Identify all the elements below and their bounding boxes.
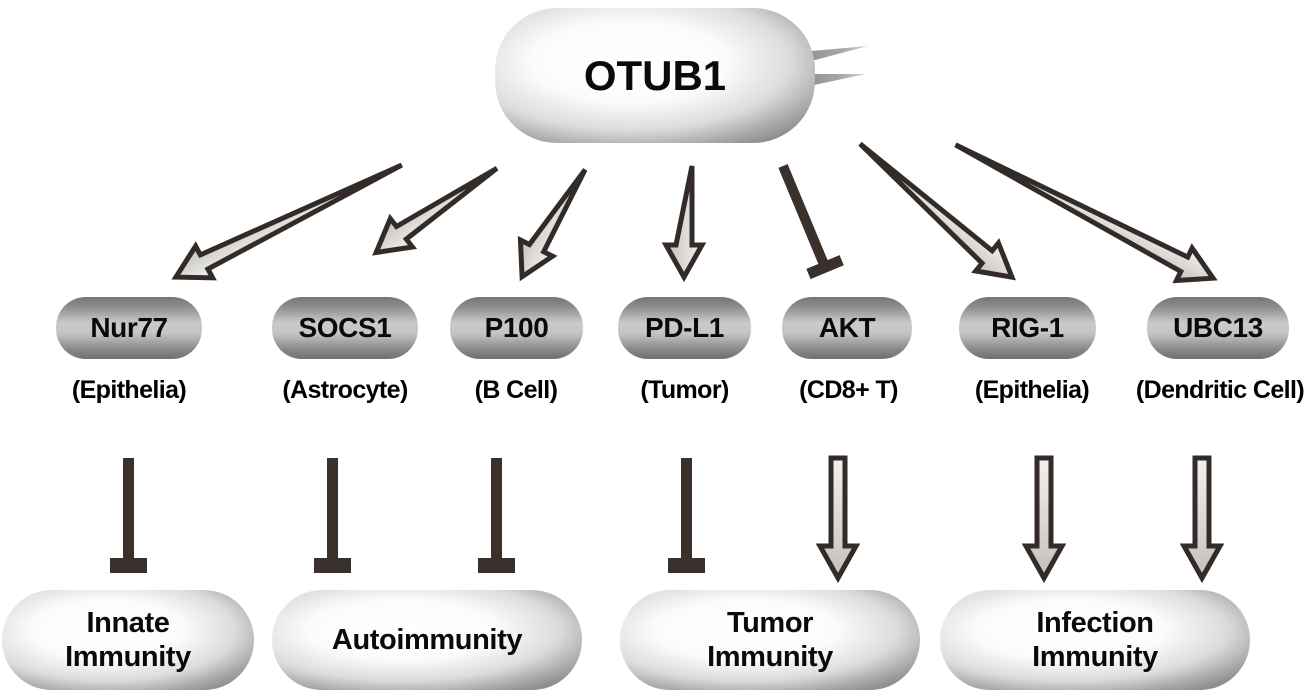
edge-akt-to-tumor [815, 455, 861, 584]
edge-otub1-to-akt [778, 164, 844, 280]
node-innate[interactable] [2, 590, 254, 690]
edge-otub1-to-p100 [517, 168, 588, 282]
node-otub1[interactable] [495, 8, 815, 143]
edge-nur77-to-innate [110, 458, 147, 573]
node-p100[interactable] [450, 297, 583, 359]
edge-otub1-to-socs1 [372, 166, 499, 256]
edge-p100-to-auto [478, 458, 515, 573]
cell-label-pdl1: (Tumor) [640, 376, 729, 404]
cell-label-akt: (CD8+ T) [799, 376, 898, 404]
edge-otub1-to-ubc13 [954, 142, 1218, 284]
edge-pdl1-to-tumor [668, 458, 705, 573]
node-akt[interactable] [782, 297, 912, 359]
node-nur77[interactable] [56, 297, 202, 359]
node-ubc13[interactable] [1147, 297, 1289, 359]
edge-socs1-to-auto [314, 458, 351, 573]
otub1-spike-icons [800, 46, 868, 88]
cell-label-nur77: (Epithelia) [71, 376, 187, 404]
edge-rig1-to-infection [1021, 455, 1067, 584]
edge-otub1-to-nur77 [171, 162, 403, 281]
edge-ubc13-to-infection [1179, 455, 1225, 584]
edge-otub1-to-pdl1 [661, 165, 707, 283]
node-tumor[interactable] [620, 590, 920, 690]
cell-label-socs1: (Astrocyte) [282, 376, 408, 404]
node-pdl1[interactable] [618, 297, 751, 359]
node-auto[interactable] [272, 590, 582, 690]
edge-otub1-to-rig1 [858, 141, 1016, 281]
node-socs1[interactable] [272, 297, 418, 359]
cell-label-rig1: (Epithelia) [974, 376, 1090, 404]
node-infection[interactable] [940, 590, 1250, 690]
cell-label-ubc13: (Dendritic Cell) [1135, 376, 1305, 404]
cell-label-p100: (B Cell) [474, 376, 558, 404]
node-rig1[interactable] [959, 297, 1096, 359]
